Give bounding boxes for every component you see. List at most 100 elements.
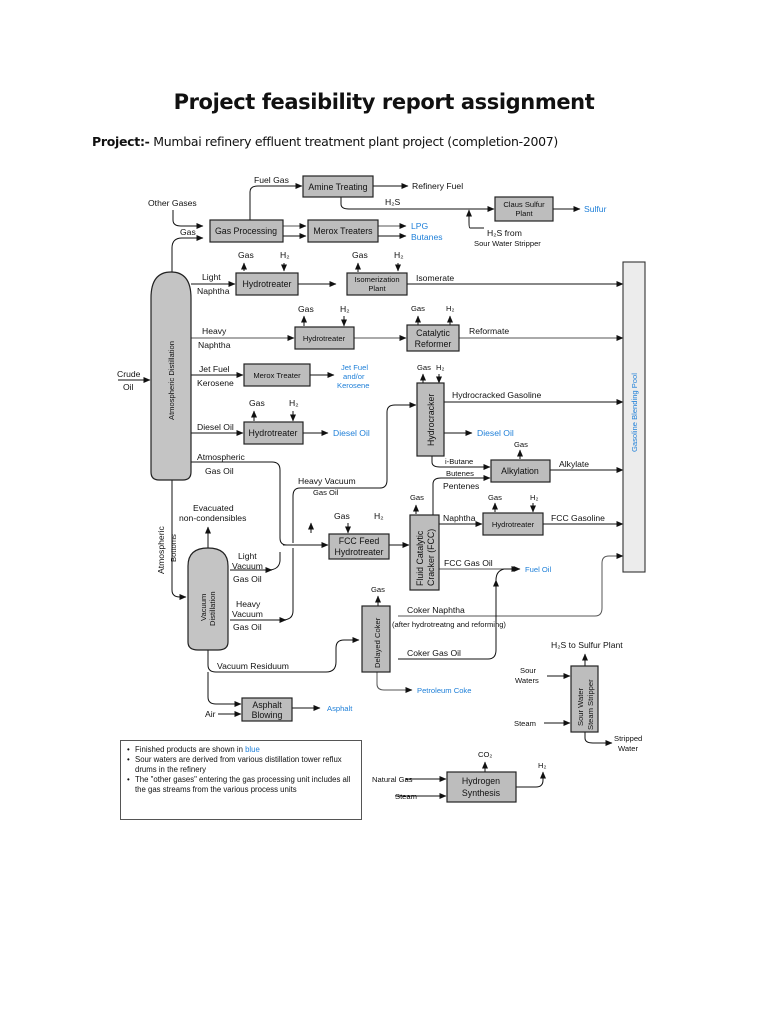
heavy-vacuum-label: Heavy Vacuum: [298, 476, 356, 486]
steam-label-1: Steam: [514, 719, 536, 728]
evacuated-label: Evacuated: [193, 503, 234, 513]
asphalt-blowing-box: [241, 697, 293, 722]
isomerization-label-1: Isomerization: [354, 275, 399, 284]
ht4-gas-label: Gas: [488, 493, 502, 502]
product-asphalt: Asphalt: [327, 704, 353, 713]
reformer-h2-label: H₂: [446, 304, 454, 313]
atmospheric-distillation-label: Atmospheric Distillation: [167, 341, 176, 420]
project-description: Mumbai refinery effluent treatment plant…: [149, 134, 559, 149]
light-vacuum-label-2: Vacuum: [232, 561, 263, 571]
vacuum-distillation-label-1: Vacuum: [199, 594, 208, 621]
fcc-label-2: Cracker (FCC): [426, 529, 436, 586]
ht1-h2-label: H₂: [280, 250, 290, 260]
reformer-gas-label: Gas: [411, 304, 425, 313]
steam-label-2: Steam: [395, 792, 417, 801]
hydrotreater-label-1: Hydrotreater: [243, 279, 292, 289]
note-item: Finished products are shown in blue: [127, 745, 355, 755]
crude-label: Crude: [117, 369, 141, 379]
merox-treater-label: Merox Treater: [253, 371, 301, 380]
product-jet-fuel-3: Kerosene: [337, 381, 370, 390]
fcchyd-h2-label: H₂: [374, 511, 384, 521]
isomerization-label-2: Plant: [368, 284, 386, 293]
light-label: Light: [202, 272, 221, 282]
product-petroleum-coke: Petroleum Coke: [417, 686, 471, 695]
gasoline-blending-pool: [622, 261, 646, 573]
atmospheric-distillation-column: [150, 271, 192, 481]
hydrotreater-label-3: Hydrotreater: [249, 428, 298, 438]
stripped-water-line: [584, 732, 613, 746]
fuel-gas-label: Fuel Gas: [254, 175, 289, 185]
diesel-oil-label: Diesel Oil: [197, 422, 234, 432]
jet-fuel-label: Jet Fuel: [199, 364, 230, 374]
hydrotreater-fcc-naphtha-box: [482, 512, 544, 536]
merox-treater-box: [243, 363, 311, 387]
fuel-gas-line: [249, 183, 303, 220]
notes-list: Finished products are shown in blue Sour…: [127, 745, 355, 794]
product-fuel-oil: Fuel Oil: [525, 565, 551, 574]
non-condensibles-label: non-condensibles: [179, 513, 246, 523]
co2-label: CO₂: [478, 750, 492, 759]
product-butanes: Butanes: [411, 232, 443, 242]
natural-gas-label: Natural Gas: [372, 775, 413, 784]
product-jet-fuel-2: and/or: [343, 372, 365, 381]
product-jet-fuel-1: Jet Fuel: [341, 363, 368, 372]
hydrocracker-label: Hydrocracker: [426, 394, 436, 446]
i-butane-line: [431, 456, 491, 470]
stripper-label-2: Steam Stripper: [586, 679, 595, 730]
fuel-oil-junction: [495, 568, 512, 581]
vacuum-residuum-label: Vacuum Residuum: [217, 661, 289, 671]
fcc-gas-oil-label: FCC Gas Oil: [444, 558, 493, 568]
finished-products: Sulfur LPG Butanes Jet Fuel and/or Keros…: [327, 204, 607, 713]
claus-sulfur-plant-box: [494, 196, 554, 222]
isomerization-plant-box: [346, 272, 408, 296]
alkylation-label: Alkylation: [501, 466, 539, 476]
ht3-gas-label: Gas: [249, 398, 265, 408]
reformer-label-2: Reformer: [415, 339, 452, 349]
fcc-gasoline-label: FCC Gasoline: [551, 513, 605, 523]
atmospheric-bottoms-label-2: Bottoms: [169, 534, 178, 562]
iso-gas-label: Gas: [352, 250, 368, 260]
light-vacuum-label-1: Light: [238, 551, 257, 561]
alkylate-label: Alkylate: [559, 459, 589, 469]
isomerate-label: Isomerate: [416, 273, 454, 283]
project-line: Project:- Mumbai refinery effluent treat…: [92, 134, 558, 149]
hydrotreater-diesel-box: [243, 421, 304, 445]
fcc-feed-label-2: Hydrotreater: [335, 547, 384, 557]
water-label: Water: [618, 744, 638, 753]
sour-label: Sour: [520, 666, 537, 675]
vacuum-distillation-label-2: Distillation: [208, 591, 217, 626]
amine-treating-label: Amine Treating: [308, 182, 367, 192]
project-label: Project:-: [92, 134, 150, 149]
sour-water-stripper-label: Sour Water Stripper: [474, 239, 541, 248]
waters-label: Waters: [515, 676, 539, 685]
gas-processing-box: [209, 219, 284, 243]
process-units: Amine Treating Gas Processing Merox Trea…: [209, 175, 599, 803]
reformate-label: Reformate: [469, 326, 509, 336]
ht4-h2-label: H₂: [530, 493, 538, 502]
hc-gas-label: Gas: [417, 363, 431, 372]
product-sulfur: Sulfur: [584, 204, 607, 214]
sour-water-steam-stripper-box: [570, 665, 599, 733]
hydrocracker-box: [416, 382, 445, 457]
heavy-vacuum-label-1: Heavy: [236, 599, 261, 609]
fcc-feed-hydrotreater-box: [328, 533, 390, 560]
coker-gas-label: Gas: [371, 585, 385, 594]
fcc-feed-label-1: FCC Feed: [339, 536, 380, 546]
kerosene-label: Kerosene: [197, 378, 234, 388]
hydrotreater-light-naphtha-box: [235, 272, 299, 296]
i-butane-label: i-Butane: [445, 457, 473, 466]
hc-h2-label: H₂: [436, 363, 444, 372]
document-title: Project feasibility report assignment: [173, 90, 595, 114]
butenes-pentenes-line: [432, 475, 491, 515]
hydrotreater-heavy-naphtha-box: [294, 326, 355, 350]
notes-box: Finished products are shown in blue Sour…: [120, 740, 362, 820]
vacuum-distillation-column: [187, 547, 229, 651]
reformer-label-1: Catalytic: [416, 328, 450, 338]
hydrogen-label-1: Hydrogen: [462, 776, 500, 786]
fcc-naphtha-label: Naphtha: [443, 513, 476, 523]
gas-oil-label-2: Gas Oil: [313, 488, 339, 497]
delayed-coker-box: [361, 605, 391, 673]
catalytic-reformer-box: [406, 324, 460, 352]
claus-label-2: Plant: [515, 209, 533, 218]
atmospheric-bottoms-label-1: Atmospheric: [156, 526, 166, 574]
